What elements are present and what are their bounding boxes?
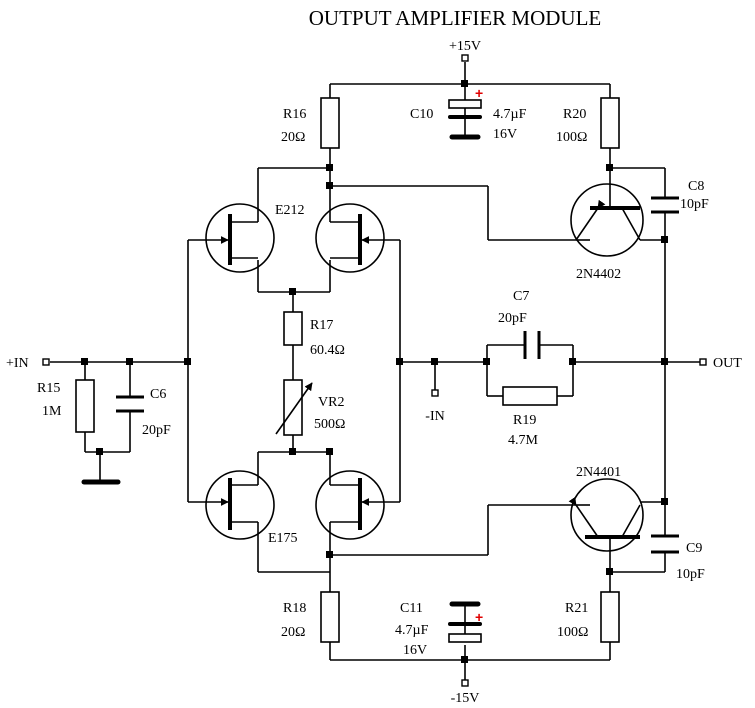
svg-text:16V: 16V xyxy=(493,127,517,142)
capacitor-c6: C6 20pF xyxy=(116,387,171,438)
svg-text:+: + xyxy=(475,85,483,101)
plus15v-terminal xyxy=(461,54,469,62)
svg-text:C6: C6 xyxy=(150,387,166,402)
svg-text:20pF: 20pF xyxy=(142,423,171,438)
plus15v-label: +15V xyxy=(449,39,481,54)
transistor-2n4402: 2N4402 xyxy=(570,183,644,282)
transistor-2n4401: 2N4401 xyxy=(568,465,644,552)
svg-text:C9: C9 xyxy=(686,541,702,556)
svg-text:4.7µF: 4.7µF xyxy=(493,107,527,122)
potentiometer-vr2: VR2 500Ω xyxy=(275,379,345,436)
resistor-r17: R17 60.4Ω xyxy=(283,311,345,358)
capacitor-c7: C7 20pF xyxy=(498,289,541,359)
junction-dots xyxy=(81,80,668,663)
capacitor-c11: + C11 4.7µF 16V xyxy=(395,601,483,658)
svg-text:R18: R18 xyxy=(283,601,306,616)
svg-text:10pF: 10pF xyxy=(676,567,705,582)
svg-text:20pF: 20pF xyxy=(498,311,527,326)
svg-text:R16: R16 xyxy=(283,107,306,122)
svg-text:2N4402: 2N4402 xyxy=(576,267,621,282)
svg-text:VR2: VR2 xyxy=(318,395,344,410)
resistor-r16: R16 20Ω xyxy=(281,97,340,149)
capacitor-c10: + C10 4.7µF 16V xyxy=(410,85,527,142)
svg-text:E175: E175 xyxy=(268,531,298,546)
minus15v-label: -15V xyxy=(451,691,480,706)
wiring xyxy=(50,62,700,680)
resistor-r15: R15 1M xyxy=(37,379,95,433)
out-terminal xyxy=(699,358,707,366)
terminals: +15V +IN -IN OUT -15V xyxy=(6,39,742,706)
svg-text:R15: R15 xyxy=(37,381,60,396)
resistor-r19: R19 4.7M xyxy=(502,386,558,448)
minus-in-terminal xyxy=(431,389,439,397)
svg-text:C7: C7 xyxy=(513,289,529,304)
svg-text:C10: C10 xyxy=(410,107,433,122)
svg-text:4.7µF: 4.7µF xyxy=(395,623,429,638)
svg-text:20Ω: 20Ω xyxy=(281,625,305,640)
plus-in-label: +IN xyxy=(6,356,29,371)
svg-text:C8: C8 xyxy=(688,179,704,194)
jfet-pair-e175: E175 xyxy=(205,470,385,546)
svg-text:R21: R21 xyxy=(565,601,588,616)
svg-text:10pF: 10pF xyxy=(680,197,709,212)
svg-text:C11: C11 xyxy=(400,601,423,616)
jfet-pair-e212: E212 xyxy=(205,200,385,273)
resistor-r20: R20 100Ω xyxy=(556,97,620,149)
resistor-r18: R18 20Ω xyxy=(281,591,340,643)
svg-text:R17: R17 xyxy=(310,318,333,333)
svg-text:+: + xyxy=(475,609,483,625)
svg-text:E212: E212 xyxy=(275,203,305,218)
svg-text:500Ω: 500Ω xyxy=(314,417,345,432)
plus-in-terminal xyxy=(42,358,50,366)
svg-text:16V: 16V xyxy=(403,643,427,658)
svg-text:2N4401: 2N4401 xyxy=(576,465,621,480)
svg-text:100Ω: 100Ω xyxy=(556,130,587,145)
out-label: OUT xyxy=(713,356,742,371)
svg-text:20Ω: 20Ω xyxy=(281,130,305,145)
capacitor-c9: C9 10pF xyxy=(651,534,705,582)
svg-text:4.7M: 4.7M xyxy=(508,433,539,448)
minus-in-label: -IN xyxy=(425,409,444,424)
svg-text:60.4Ω: 60.4Ω xyxy=(310,343,345,358)
capacitor-c8: C8 10pF xyxy=(651,179,709,214)
svg-text:R19: R19 xyxy=(513,413,536,428)
minus15v-terminal xyxy=(461,679,469,687)
resistor-r21: R21 100Ω xyxy=(557,591,620,643)
diagram-title: OUTPUT AMPLIFIER MODULE xyxy=(309,6,601,30)
svg-text:1M: 1M xyxy=(42,404,62,419)
svg-text:100Ω: 100Ω xyxy=(557,625,588,640)
svg-text:R20: R20 xyxy=(563,107,586,122)
